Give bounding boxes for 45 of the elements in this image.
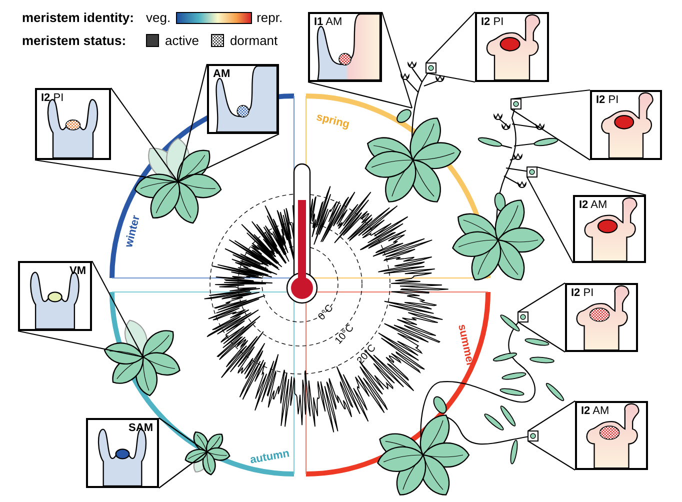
season-label: spring	[315, 112, 350, 131]
leader-line	[92, 260, 144, 358]
season-label: summer	[456, 323, 476, 368]
season-label: autumn	[249, 448, 290, 466]
leader-line	[158, 452, 208, 488]
leader-line	[34, 159, 178, 183]
leader-line	[381, 12, 413, 108]
leader-line	[510, 108, 590, 160]
plant-drawing	[377, 312, 564, 496]
inset-label: VM	[70, 266, 86, 277]
season-label: winter	[124, 214, 142, 249]
inset-label: I2 AM	[581, 406, 610, 417]
plant-drawing	[184, 431, 230, 476]
plant-drawing	[452, 98, 558, 280]
leader-line	[18, 330, 144, 358]
inset-label: I2 AM	[579, 200, 608, 211]
leader-line	[426, 12, 476, 64]
legend-text: dormant	[230, 32, 278, 50]
legend-heading: meristem status:	[22, 32, 128, 50]
leader-line	[110, 88, 178, 182]
leader-line	[528, 400, 576, 432]
inset-label: I2 PI	[596, 95, 619, 106]
legend-text: repr.	[256, 9, 283, 27]
leader-line	[536, 166, 646, 196]
legend-text: veg.	[146, 9, 171, 27]
leader-line	[177, 64, 208, 182]
inset-label: AM	[213, 69, 230, 80]
plant-drawing	[364, 62, 462, 202]
legend-heading: meristem identity:	[22, 9, 134, 27]
inset-label: SAM	[128, 423, 153, 434]
temperature-label: 0°C	[317, 303, 336, 323]
leader-line	[528, 440, 576, 470]
plant-drawing	[104, 320, 180, 396]
leader-line	[308, 81, 412, 109]
leader-line	[158, 418, 208, 452]
inset-label: I2 PI	[41, 93, 64, 104]
leader-line	[526, 176, 574, 264]
inset-label: I2 PI	[481, 17, 504, 28]
inset-label: I1 AM	[314, 17, 342, 28]
leader-line	[510, 89, 590, 100]
inset-label: I2 PI	[571, 288, 594, 299]
leader-line	[178, 134, 280, 182]
legend-text: active	[164, 32, 199, 50]
leader-line	[518, 282, 566, 312]
leader-line	[426, 72, 476, 83]
